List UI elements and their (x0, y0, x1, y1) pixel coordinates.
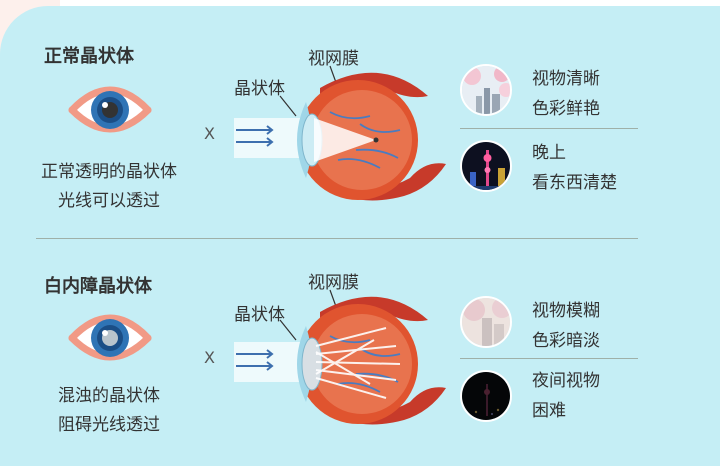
cataract-eye-icon (68, 314, 152, 361)
cataract-x-mark: X (204, 348, 215, 367)
normal-heading: 正常晶状体 (44, 46, 134, 67)
normal-results-divider (460, 128, 638, 129)
normal-description: 正常透明的晶状体 光线可以透过 (24, 158, 194, 216)
normal-result-1: 视物清晰 色彩鲜艳 (532, 64, 600, 124)
cataract-description: 混浊的晶状体 阻碍光线透过 (24, 382, 194, 440)
normal-desc-line1: 正常透明的晶状体 (41, 162, 177, 182)
cataract-result-2-line2: 困难 (532, 401, 566, 421)
cataract-desc-line2: 阻碍光线透过 (58, 415, 160, 435)
normal-eye-icon (68, 86, 152, 133)
cataract-result-2: 夜间视物 困难 (532, 366, 600, 426)
cloudy-lens (301, 337, 323, 391)
lens-pointer-line (279, 95, 297, 117)
clear-daytime-photo (460, 64, 512, 116)
normal-result-2-line2: 看东西清楚 (532, 173, 617, 193)
clear-night-photo (460, 140, 512, 192)
normal-result-1-line1: 视物清晰 (532, 69, 600, 89)
cataract-retina-label: 视网膜 (308, 273, 359, 293)
blood-vessels (329, 111, 401, 169)
blood-vessels (329, 335, 401, 393)
cataract-heading: 白内障晶状体 (44, 276, 152, 297)
section-divider (36, 238, 638, 239)
cataract-result-1: 视物模糊 色彩暗淡 (532, 296, 600, 356)
dark-night-photo (460, 370, 512, 422)
blurry-daytime-photo (460, 296, 512, 348)
normal-retina-label: 视网膜 (308, 49, 359, 69)
normal-result-1-line2: 色彩鲜艳 (532, 99, 600, 119)
normal-desc-line2: 光线可以透过 (58, 191, 160, 211)
light-cone (314, 118, 376, 162)
cataract-results-divider (460, 358, 638, 359)
normal-lens-label: 晶状体 (234, 79, 285, 99)
cataract-eye-cross-section (234, 289, 446, 425)
focal-point (373, 137, 379, 143)
cataract-result-2-line1: 夜间视物 (532, 371, 600, 391)
cataract-result-1-line1: 视物模糊 (532, 301, 600, 321)
cataract-result-1-line2: 色彩暗淡 (532, 331, 600, 351)
normal-result-2: 晚上 看东西清楚 (532, 138, 617, 198)
normal-x-mark: X (204, 124, 215, 143)
cataract-lens-label: 晶状体 (234, 305, 285, 325)
normal-result-2-line1: 晚上 (532, 143, 566, 163)
lens-pointer-line (279, 319, 297, 341)
cataract-desc-line1: 混浊的晶状体 (58, 386, 160, 406)
normal-eye-cross-section (234, 65, 446, 201)
scattered-rays (315, 327, 401, 399)
